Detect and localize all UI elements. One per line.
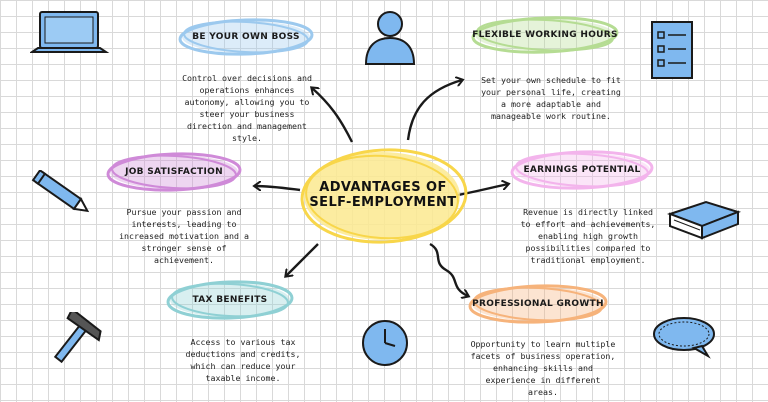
topic-own-boss: BE YOUR OWN BOSS bbox=[176, 18, 316, 56]
bubble-scribble bbox=[468, 284, 608, 324]
clock-icon bbox=[362, 320, 408, 366]
description-job-satisfaction: Pursue your passion and interests, leadi… bbox=[119, 207, 249, 265]
arrow-flexible-hours bbox=[406, 80, 462, 141]
book-icon bbox=[667, 200, 742, 240]
topic-label: BE YOUR OWN BOSS bbox=[192, 32, 300, 42]
topic-flexible-hours: FLEXIBLE WORKING HOURS bbox=[470, 16, 620, 54]
bubble-scribble bbox=[510, 150, 654, 190]
topic-tax-benefits: TAX BENEFITS bbox=[164, 280, 296, 320]
speech-bubble-icon bbox=[653, 317, 715, 359]
hammer-icon bbox=[53, 312, 102, 364]
arrow-professional-growth bbox=[429, 242, 468, 296]
arrow-job-satisfaction bbox=[255, 186, 301, 192]
bubble-scribble bbox=[106, 152, 242, 192]
description-own-boss: Control over decisions and operations en… bbox=[182, 73, 312, 143]
description-earnings-potential: Revenue is directly linked to effort and… bbox=[520, 207, 656, 265]
bubble-scribble bbox=[178, 18, 314, 56]
topic-label: PROFESSIONAL GROWTH bbox=[472, 299, 604, 309]
topic-earnings-potential: EARNINGS POTENTIAL bbox=[508, 150, 656, 190]
topic-professional-growth: PROFESSIONAL GROWTH bbox=[466, 284, 610, 324]
bubble-scribble bbox=[166, 280, 294, 320]
topic-label: FLEXIBLE WORKING HOURS bbox=[472, 30, 618, 40]
arrow-tax-benefits bbox=[286, 243, 319, 276]
arrow-own-boss bbox=[312, 88, 354, 143]
pencil-icon bbox=[31, 170, 90, 213]
center-scribble bbox=[300, 148, 468, 244]
topic-label: EARNINGS POTENTIAL bbox=[523, 165, 641, 175]
arrow-earnings-potential bbox=[457, 184, 508, 197]
description-tax-benefits: Access to various tax deductions and cre… bbox=[185, 337, 301, 383]
description-flexible-hours: Set your own schedule to fit your person… bbox=[481, 75, 621, 121]
user-icon bbox=[364, 11, 416, 65]
topic-label: TAX BENEFITS bbox=[192, 295, 268, 305]
checklist-icon bbox=[651, 21, 693, 79]
center-title: ADVANTAGES OF SELF-EMPLOYMENT bbox=[309, 180, 457, 210]
laptop-icon bbox=[30, 11, 110, 53]
topic-job-satisfaction: JOB SATISFACTION bbox=[104, 152, 244, 192]
description-professional-growth: Opportunity to learn multiple facets of … bbox=[470, 339, 616, 397]
bubble-scribble bbox=[471, 16, 619, 54]
topic-label: JOB SATISFACTION bbox=[125, 167, 223, 177]
